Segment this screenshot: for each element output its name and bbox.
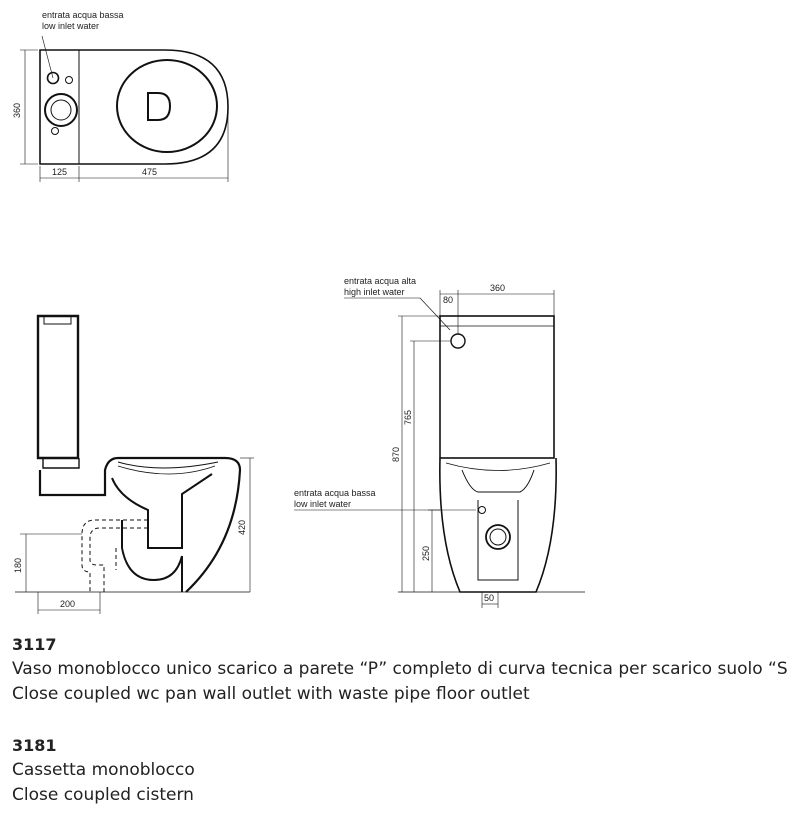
front-view-outlet bbox=[485, 524, 511, 550]
side-view-s-pipe bbox=[81, 519, 148, 592]
side-view-dim-outlet-height: 180 bbox=[13, 558, 23, 573]
top-view-inlet-label-en: low inlet water bbox=[42, 21, 99, 31]
top-view-bowl bbox=[116, 59, 218, 153]
front-view-dim-outlet-offset: 50 bbox=[484, 593, 494, 603]
side-view-dim-height: 420 bbox=[237, 520, 247, 535]
front-view-dim-width: 360 bbox=[490, 283, 505, 293]
front-view bbox=[294, 290, 585, 608]
product-description-italian: Vaso monoblocco unico scarico a parete “… bbox=[12, 659, 789, 679]
front-view-dim-inlet-offset: 80 bbox=[443, 295, 453, 305]
product-code: 3117 bbox=[12, 635, 57, 654]
side-view bbox=[15, 314, 254, 614]
front-view-high-inlet bbox=[450, 333, 466, 349]
product-code: 3181 bbox=[12, 736, 57, 755]
top-view-dim-tank: 125 bbox=[52, 167, 67, 177]
side-view-cistern bbox=[36, 314, 80, 460]
product-description-3181: 3181 Cassetta monoblocco Close coupled c… bbox=[12, 733, 195, 808]
product-description-english: Close coupled wc pan wall outlet with wa… bbox=[12, 684, 530, 704]
side-view-dim-outlet-distance: 200 bbox=[60, 599, 75, 609]
top-view-inlet-label-it: entrata acqua bassa bbox=[42, 10, 124, 20]
front-view-dim-low-inlet-height: 250 bbox=[421, 546, 431, 561]
front-view-high-inlet-label-it: entrata acqua alta bbox=[344, 276, 416, 286]
front-view-high-inlet-label-en: high inlet water bbox=[344, 287, 405, 297]
front-view-low-inlet-label-it: entrata acqua bassa bbox=[294, 488, 376, 498]
top-view bbox=[20, 35, 229, 182]
side-view-trap bbox=[111, 473, 213, 549]
front-view-dim-total-height: 870 bbox=[391, 447, 401, 462]
technical-drawing: entrata acqua bassa low inlet water 360 … bbox=[12, 10, 585, 614]
product-description-italian: Cassetta monoblocco bbox=[12, 760, 195, 780]
product-description-english: Close coupled cistern bbox=[12, 785, 194, 805]
top-view-low-inlet bbox=[46, 71, 60, 85]
front-view-low-inlet bbox=[478, 506, 486, 514]
product-description-3117: 3117 Vaso monoblocco unico scarico a par… bbox=[12, 632, 789, 707]
front-view-cistern bbox=[439, 315, 555, 459]
top-view-dim-bowl: 475 bbox=[142, 167, 157, 177]
front-view-low-inlet-label-en: low inlet water bbox=[294, 499, 351, 509]
top-view-outline bbox=[39, 49, 229, 165]
top-view-button bbox=[44, 93, 78, 127]
front-view-dim-inlet-height: 765 bbox=[403, 410, 413, 425]
top-view-drain bbox=[147, 92, 172, 121]
side-view-pan bbox=[38, 456, 242, 593]
top-view-dim-depth: 360 bbox=[12, 103, 22, 118]
